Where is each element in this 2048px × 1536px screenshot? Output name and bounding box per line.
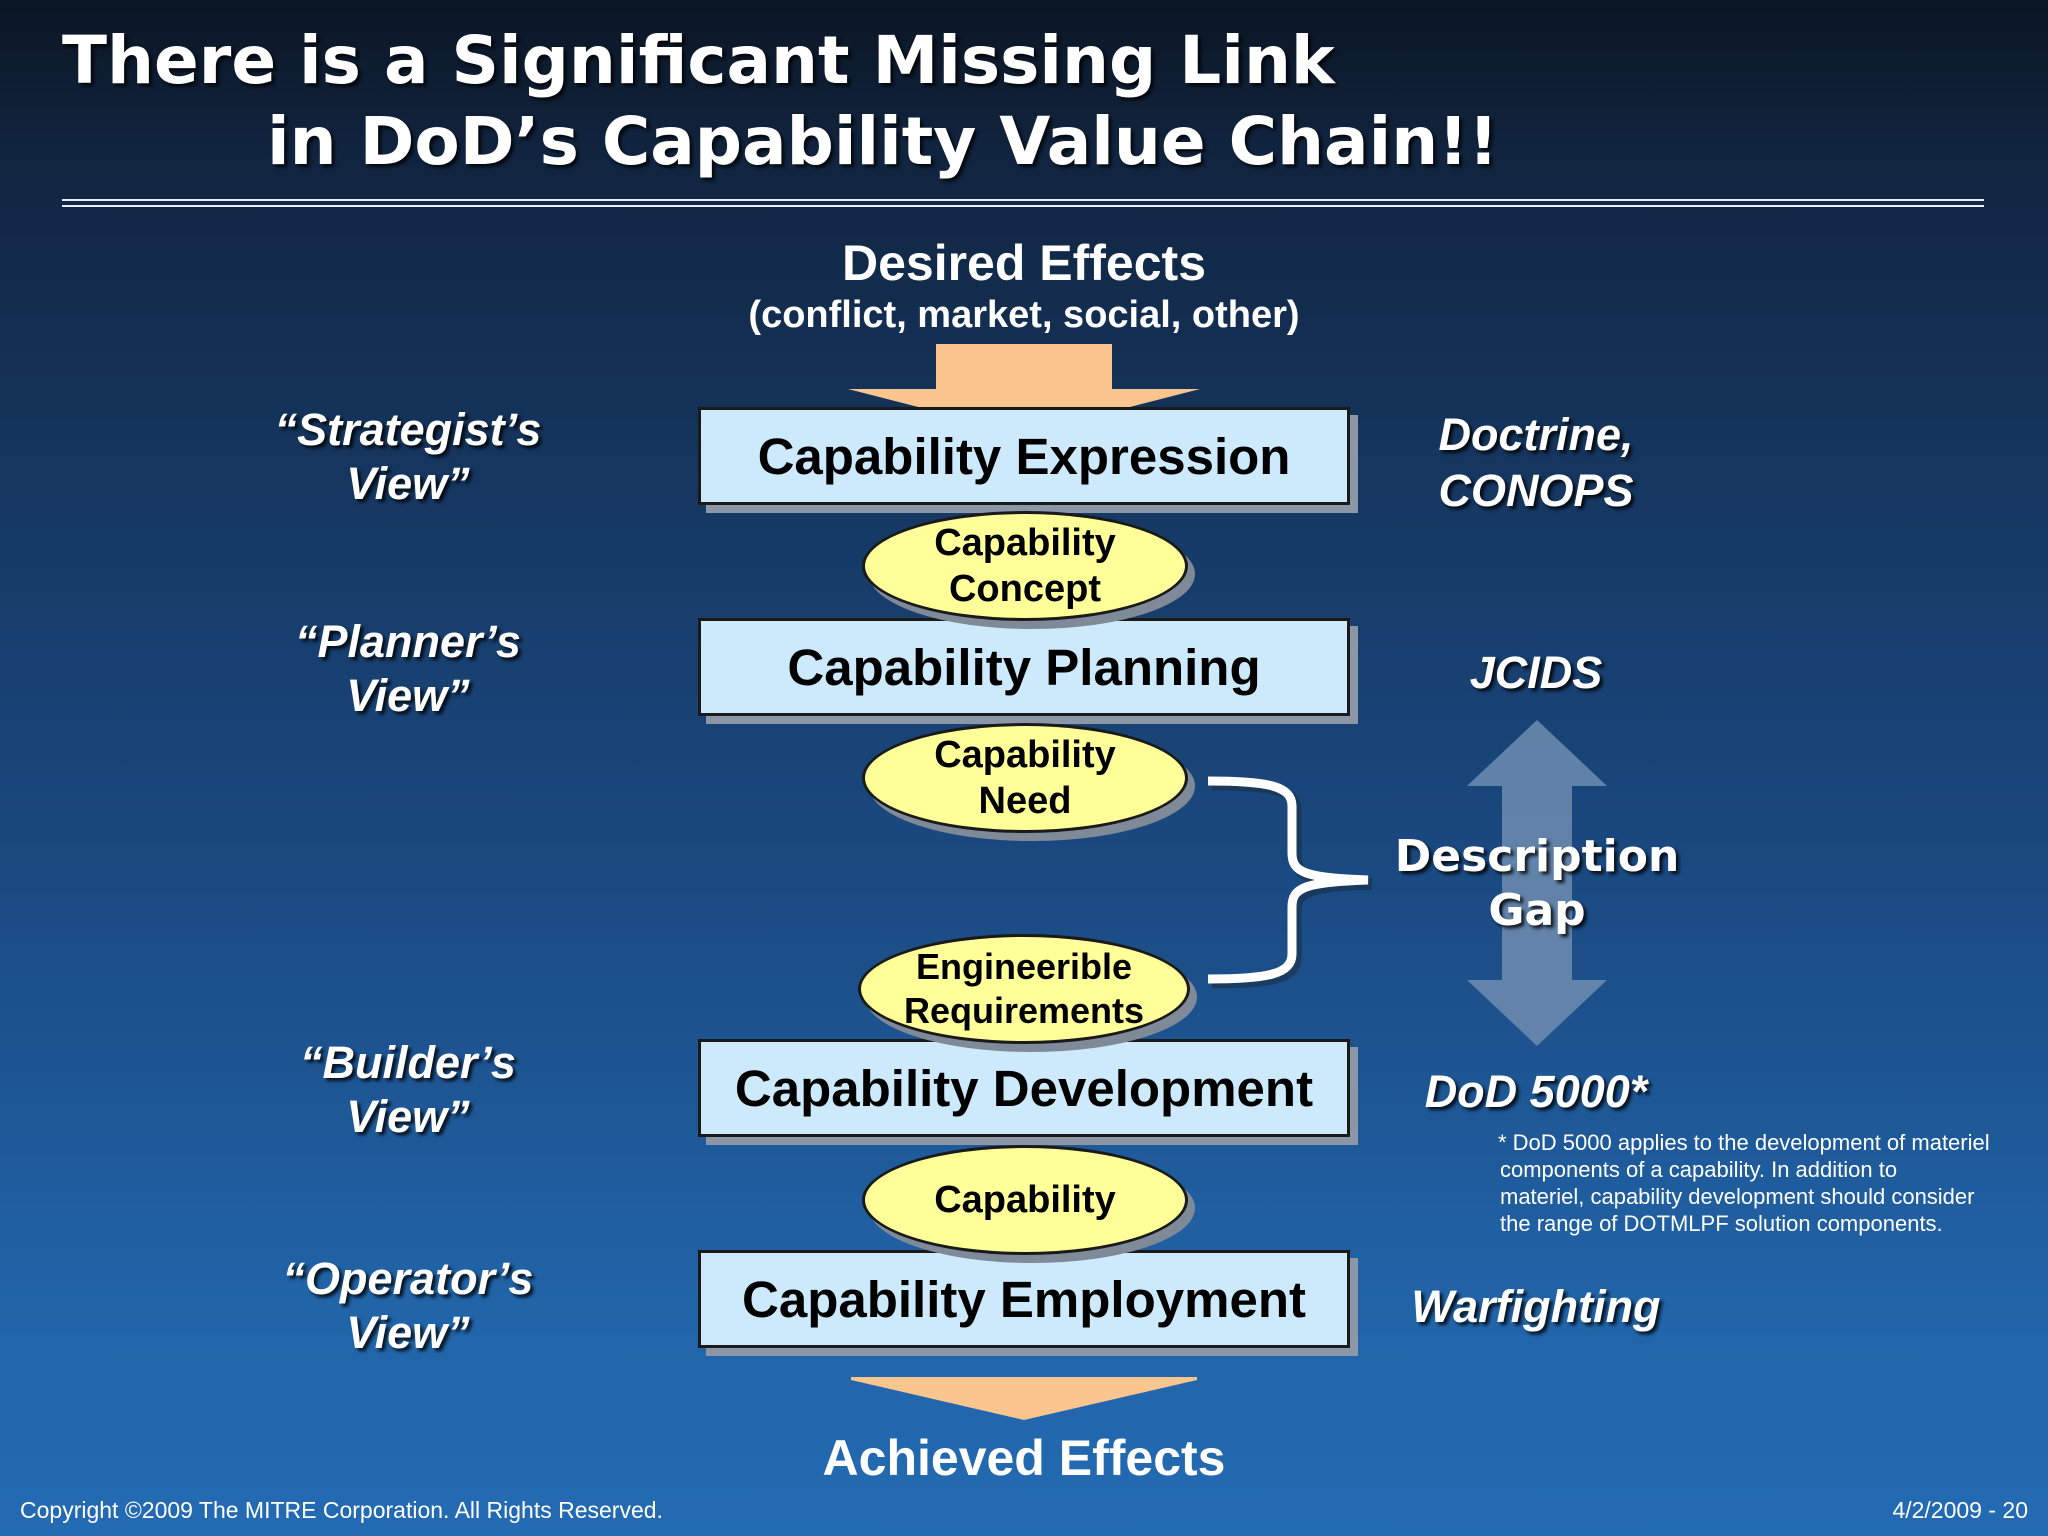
oval-label-line: Capability — [934, 734, 1116, 776]
title-rule-top — [62, 199, 1984, 201]
oval-label-line: Capability — [934, 1179, 1116, 1221]
title-rule-bottom — [62, 205, 1984, 207]
operators-view-label: “Operator’s View” — [208, 1252, 608, 1360]
capability-oval: Capability — [862, 1145, 1188, 1255]
capability-development-box: Capability Development — [698, 1039, 1350, 1137]
footnote-line: * DoD 5000 applies to the development of… — [1498, 1130, 1990, 1155]
footnote-line: materiel, capability development should … — [1500, 1184, 1975, 1209]
process-label-line: Warfighting — [1411, 1281, 1661, 1332]
engineerible-requirements-oval: Engineerible Requirements — [858, 934, 1190, 1044]
oval-label-line: Requirements — [903, 990, 1145, 1031]
gap-label-line: Description — [1394, 831, 1680, 882]
desired-effects-subheading: (conflict, market, social, other) — [748, 294, 1300, 336]
doctrine-conops-label: Doctrine, CONOPS — [1316, 407, 1756, 519]
capability-employment-box: Capability Employment — [698, 1250, 1350, 1348]
slide-title-line-1: There is a Significant Missing Link — [62, 22, 1335, 99]
warfighting-label: Warfighting — [1316, 1279, 1756, 1335]
gap-label-line: Gap — [1488, 885, 1586, 936]
footnote-line: components of a capability. In addition … — [1500, 1157, 1898, 1182]
oval-label-line: Concept — [948, 568, 1101, 610]
desired-effects-heading: Desired Effects — [841, 235, 1207, 291]
jcids-label: JCIDS — [1316, 645, 1756, 701]
view-label-line: “Planner’s — [295, 616, 521, 667]
description-gap-brace-stroke — [1207, 776, 1369, 984]
view-label-line: View” — [346, 670, 470, 721]
view-label-line: View” — [346, 1307, 470, 1358]
strategists-view-label: “Strategist’s View” — [208, 403, 608, 511]
capability-concept-oval: Capability Concept — [862, 511, 1188, 621]
dod-5000-label: DoD 5000* — [1316, 1064, 1756, 1120]
view-label-line: “Operator’s — [282, 1253, 534, 1304]
description-gap-double-arrow — [1467, 720, 1607, 1046]
view-label-line: “Strategist’s — [274, 404, 542, 455]
view-label-line: View” — [346, 1091, 470, 1142]
copyright-notice: Copyright ©2009 The MITRE Corporation. A… — [20, 1497, 663, 1523]
page-date-number: 4/2/2009 - 20 — [1892, 1497, 2028, 1523]
capability-need-oval: Capability Need — [862, 723, 1188, 833]
oval-label-line: Engineerible — [915, 946, 1133, 987]
view-label-line: “Builder’s — [300, 1037, 516, 1088]
description-gap-label: Description Gap — [1367, 830, 1707, 938]
view-label-line: View” — [346, 458, 470, 509]
capability-planning-box: Capability Planning — [698, 618, 1350, 716]
planners-view-label: “Planner’s View” — [208, 615, 608, 723]
process-label-line: JCIDS — [1469, 647, 1603, 698]
builders-view-label: “Builder’s View” — [208, 1036, 608, 1144]
achieved-effects-heading: Achieved Effects — [822, 1430, 1226, 1486]
dod-5000-footnote: * DoD 5000 applies to the development of… — [1498, 1129, 2018, 1237]
oval-label-line: Need — [978, 780, 1072, 822]
process-label-line: DoD 5000* — [1424, 1066, 1648, 1117]
process-label-line: Doctrine, — [1438, 409, 1634, 460]
capability-expression-box: Capability Expression — [698, 407, 1350, 505]
oval-label-line: Capability — [934, 522, 1116, 564]
achieved-effects-arrow — [851, 1377, 1197, 1420]
process-label-line: CONOPS — [1438, 465, 1634, 516]
footnote-line: the range of DOTMLPF solution components… — [1500, 1211, 1943, 1236]
slide-title-line-2: in DoD’s Capability Value Chain!! — [267, 103, 1499, 180]
